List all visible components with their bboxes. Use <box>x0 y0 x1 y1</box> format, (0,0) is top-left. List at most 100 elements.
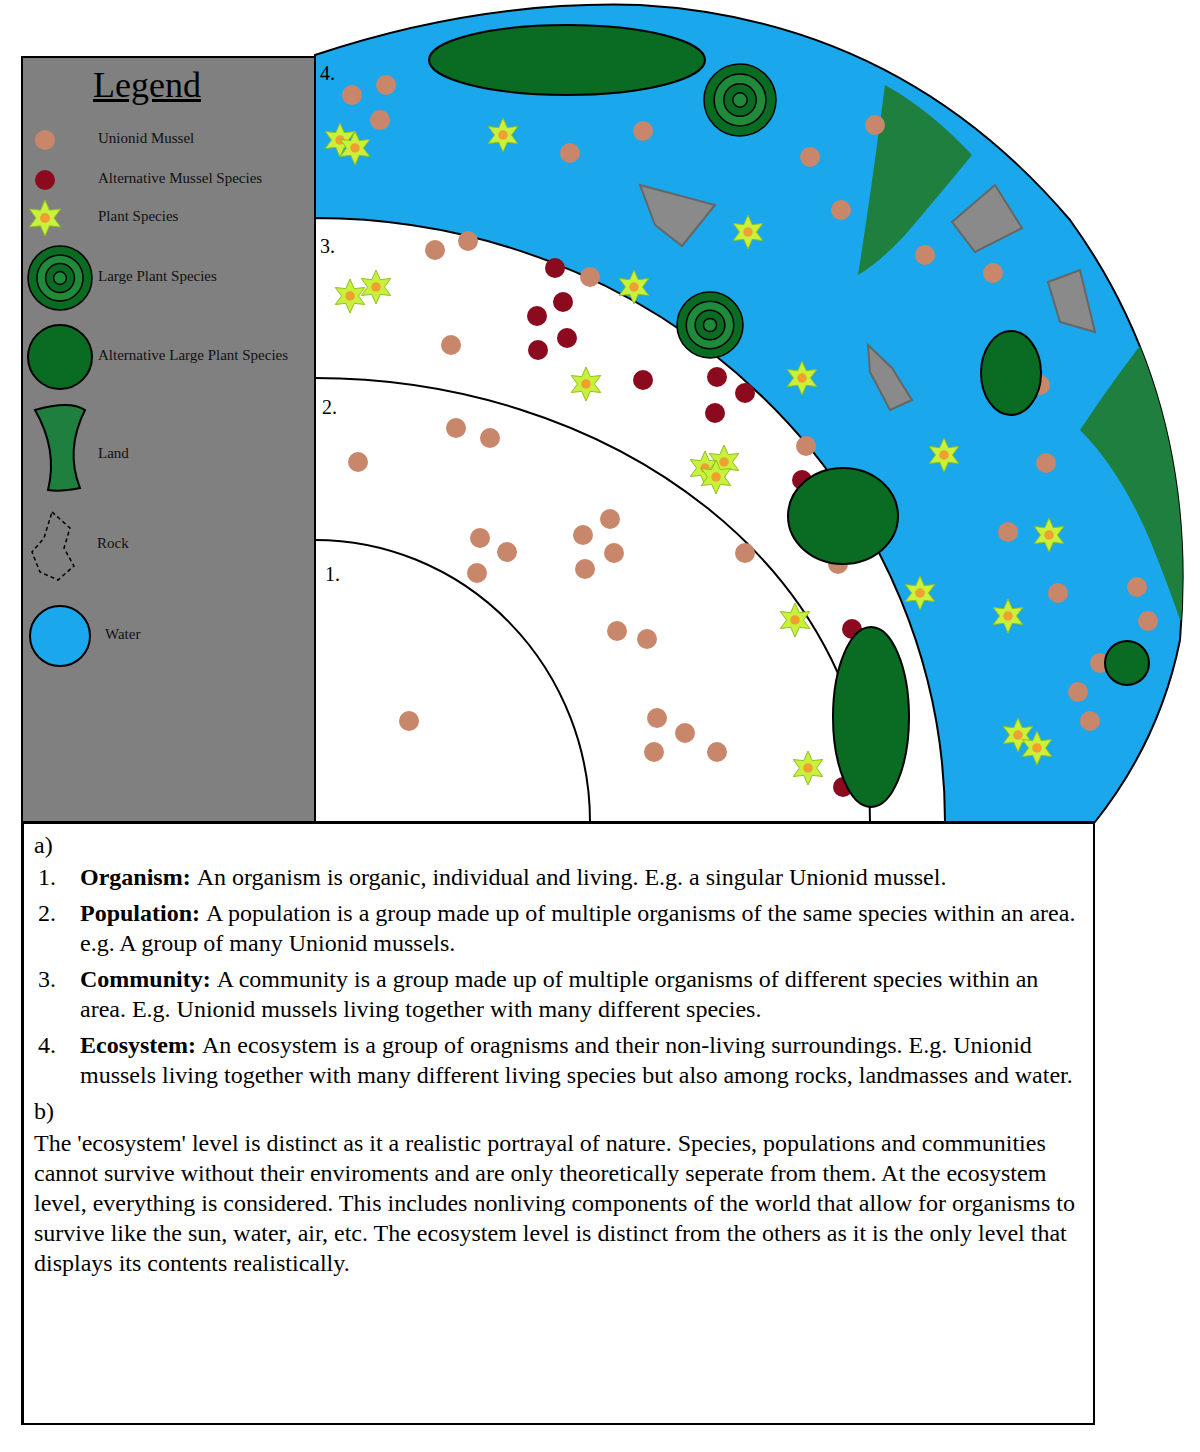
legend-swatch <box>35 170 55 190</box>
unionid-mussel <box>1048 583 1068 603</box>
alternative-mussel <box>528 340 548 360</box>
term: Community: <box>80 966 211 992</box>
unionid-mussel <box>446 418 466 438</box>
text-row: 2. Population:A population is a group mad… <box>34 898 1081 958</box>
alternative-mussel <box>633 370 653 390</box>
rock <box>1048 270 1095 332</box>
unionid-mussel <box>470 528 490 548</box>
legend-text: Rock <box>97 535 129 552</box>
unionid-mussel <box>915 245 935 265</box>
item-number: 3. <box>38 964 56 994</box>
legend-text: Water <box>105 626 140 643</box>
plant-star <box>929 438 958 472</box>
unionid-mussel <box>675 723 695 743</box>
alternative-large-plant <box>429 25 705 95</box>
alternative-mussel <box>527 306 547 326</box>
legend-text: Unionid Mussel <box>98 130 194 147</box>
level-number: 3. <box>320 235 335 257</box>
legend-swatch <box>35 130 55 150</box>
legend-text: Alternative Mussel Species <box>98 170 262 187</box>
legend-text: Large Plant Species <box>98 268 217 285</box>
level-number: 2. <box>322 396 337 418</box>
plant-center <box>711 472 721 482</box>
part-label: a) <box>34 830 1081 860</box>
level-number: 4. <box>320 62 335 84</box>
plant-center <box>498 130 508 140</box>
definition: A population is a group made up of multi… <box>80 900 1075 956</box>
plant-center <box>803 763 813 773</box>
alternative-mussel <box>735 383 755 403</box>
unionid-mussel <box>580 267 600 287</box>
text-row: a) <box>34 830 1081 860</box>
unionid-mussel <box>707 742 727 762</box>
alternative-large-plant <box>788 468 898 564</box>
plant-center <box>581 379 591 389</box>
unionid-mussel <box>647 708 667 728</box>
large-plant <box>704 64 776 136</box>
plant-star <box>905 576 934 610</box>
unionid-mussel <box>560 143 580 163</box>
item-number: 1. <box>38 862 56 892</box>
plant-star <box>733 215 762 249</box>
text-box: a)1.Organism:An organism is organic, ind… <box>22 822 1095 1425</box>
level-number: 1. <box>325 563 340 585</box>
unionid-mussel <box>633 121 653 141</box>
alternative-mussel <box>553 292 573 312</box>
large-plant <box>724 84 756 116</box>
unionid-mussel <box>376 75 396 95</box>
unionid-mussel <box>604 543 624 563</box>
plant-center <box>797 373 807 383</box>
plant-center <box>1032 743 1042 753</box>
answer-paragraph: The 'ecosystem' level is distinct as it … <box>34 1128 1081 1278</box>
alternative-mussel <box>545 258 565 278</box>
unionid-mussel <box>607 621 627 641</box>
water-region <box>315 5 1183 822</box>
unionid-mussel <box>865 115 885 135</box>
item-number: 2. <box>38 898 56 928</box>
term: Organism: <box>80 864 191 890</box>
unionid-mussel <box>441 335 461 355</box>
plant-center <box>1003 611 1013 621</box>
plant-star <box>993 599 1022 633</box>
text-row: The 'ecosystem' level is distinct as it … <box>34 1128 1081 1278</box>
plant-center <box>1044 530 1054 540</box>
unionid-mussel <box>370 110 390 130</box>
text-row: 1.Organism:An organism is organic, indiv… <box>34 862 1081 892</box>
text-row: b) <box>34 1096 1081 1126</box>
unionid-mussel <box>637 629 657 649</box>
alternative-mussel <box>705 403 725 423</box>
land-mass <box>1080 320 1200 620</box>
part-label: b) <box>34 1096 1081 1126</box>
legend-swatch <box>30 606 90 666</box>
unionid-mussel <box>796 436 816 456</box>
legend-title: Legend <box>93 66 201 106</box>
unionid-mussel <box>998 522 1018 542</box>
alternative-mussel <box>707 367 727 387</box>
unionid-mussel <box>467 563 487 583</box>
alternative-large-plant <box>1105 641 1149 685</box>
plant-center <box>40 213 50 223</box>
unionid-mussel <box>831 200 851 220</box>
unionid-mussel <box>480 428 500 448</box>
term: Ecosystem: <box>80 1032 196 1058</box>
text-row: 4.Ecosystem:An ecosystem is a group of o… <box>34 1030 1081 1090</box>
large-plant <box>28 246 92 310</box>
plant-center <box>790 615 800 625</box>
plant-center <box>743 227 753 237</box>
plant-star <box>619 270 648 304</box>
item-number: 4. <box>38 1030 56 1060</box>
plant-star <box>488 118 517 152</box>
large-plant <box>46 264 75 293</box>
legend-panel <box>22 57 315 822</box>
legend-text: Plant Species <box>98 208 178 225</box>
plant-star <box>701 460 730 494</box>
definition: A community is a group made up of multip… <box>80 966 1038 1022</box>
land-mass <box>858 85 972 275</box>
unionid-mussel <box>735 543 755 563</box>
large-plant <box>37 255 83 301</box>
population-ring <box>315 378 870 822</box>
term: Population: <box>80 900 200 926</box>
rock <box>868 345 912 410</box>
legend-swatch <box>35 405 85 491</box>
